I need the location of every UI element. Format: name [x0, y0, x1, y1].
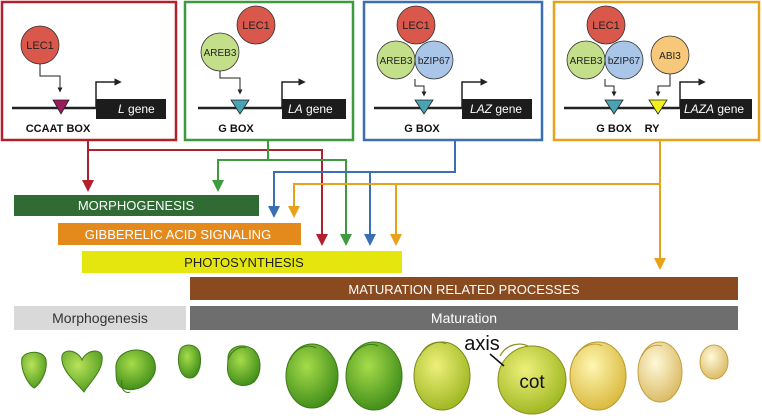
embryo-heart [61, 350, 103, 393]
panel-laz-gene: LEC1 AREB3 bZIP67 LAZ gene G BOX [362, 0, 544, 142]
embryo-annotated [497, 345, 567, 415]
morphogenesis-phase-bar [14, 306, 186, 330]
factor-label: LEC1 [592, 20, 620, 32]
photosynthesis-bar [82, 251, 402, 273]
factor-label: bZIP67 [608, 56, 641, 67]
lec1-factor [396, 5, 436, 45]
motif-label: G BOX [596, 123, 632, 135]
photosynthesis-label: PHOTOSYNTHESIS [184, 255, 304, 270]
axis-label: axis [464, 333, 500, 355]
factor-label: LEC1 [402, 20, 430, 32]
g-box-motif [230, 99, 250, 115]
g-box-motif [414, 99, 434, 115]
motif-label: CCAAT BOX [26, 123, 91, 135]
embryo-series: axis cot [21, 333, 729, 415]
gene-suffix: gene [495, 102, 522, 116]
factor-label: AREB3 [204, 48, 237, 59]
motif-label: G BOX [404, 123, 440, 135]
ry-motif [648, 99, 668, 115]
gene-suffix: gene [306, 102, 333, 116]
factor-label: bZIP67 [418, 56, 451, 67]
cot-label: cot [519, 372, 545, 393]
gene-name: LAZ [470, 102, 493, 116]
morphogenesis-process-label: MORPHOGENESIS [78, 198, 195, 213]
gene-block [282, 99, 346, 119]
gene-block [462, 99, 532, 119]
motif-label: G BOX [218, 123, 254, 135]
axis-pointer [489, 353, 505, 367]
factor-label: ABI3 [659, 51, 681, 62]
bzip67-factor [604, 40, 644, 80]
morphogenesis-phase-label: Morphogenesis [52, 310, 148, 326]
motif-label: RY [645, 123, 661, 135]
maturation-phase-label: Maturation [431, 310, 497, 326]
gene-name: LAZA [684, 102, 714, 116]
panel-l-gene: LEC1 L gene CCAAT BOX [0, 0, 178, 142]
embryo-yellow [569, 341, 627, 411]
factor-label: LEC1 [242, 20, 270, 32]
embryo-desiccated [699, 344, 729, 380]
maturation-related-bar [190, 277, 738, 300]
gibberellic-acid-label: GIBBERELIC ACID SIGNALING [85, 227, 271, 242]
blue-connectors [268, 140, 456, 246]
red-connectors [82, 140, 328, 246]
embryo-mid-maturation [285, 343, 339, 409]
maturation-phase-bar [190, 306, 738, 330]
green-connectors [212, 140, 352, 246]
gene-name: LA [288, 102, 303, 116]
panel-la-gene: LEC1 AREB3 LA gene G BOX [183, 0, 355, 142]
ccaat-box-motif [52, 99, 70, 115]
gene-suffix: gene [128, 102, 155, 116]
embryo-pale-yellow [637, 341, 683, 403]
g-box-motif [604, 99, 624, 115]
gene-suffix: gene [717, 102, 744, 116]
embryo-maturation-large [345, 341, 403, 411]
embryo-bent-cotyledon [177, 344, 201, 379]
embryo-early-maturation [227, 345, 261, 386]
gibberellic-acid-bar [58, 223, 301, 245]
orange-connectors [288, 140, 666, 270]
factor-label: AREB3 [380, 56, 413, 67]
svg-text:L gene: L gene [118, 102, 155, 116]
bzip67-factor [414, 40, 454, 80]
embryo-globular [21, 351, 47, 389]
morphogenesis-process-bar [14, 195, 259, 216]
factor-label: LEC1 [26, 40, 54, 52]
lec1-factor [236, 5, 276, 45]
gene-block [96, 99, 166, 119]
embryo-torpedo [115, 349, 156, 391]
lec1-factor [586, 5, 626, 45]
maturation-related-label: MATURATION RELATED PROCESSES [348, 282, 579, 297]
svg-text:LAZ gene: LAZ gene [470, 102, 522, 116]
panel-border [362, 0, 544, 142]
gene-block [680, 99, 752, 119]
panel-laza-gene: LEC1 AREB3 bZIP67 ABI3 LAZA gene G BOX R… [552, 0, 761, 142]
panel-border [552, 0, 761, 142]
svg-text:LA gene: LA gene [288, 102, 333, 116]
svg-text:LAZA gene: LAZA gene [684, 102, 744, 116]
factor-label: AREB3 [570, 56, 603, 67]
gene-name: L [118, 102, 125, 116]
panel-border [0, 0, 178, 142]
